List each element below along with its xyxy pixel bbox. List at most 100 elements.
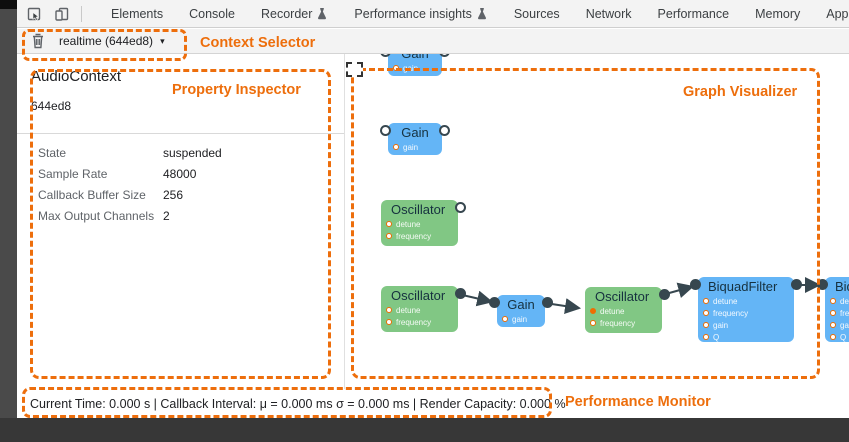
param-row-q: Q xyxy=(830,331,849,343)
performance-monitor-bar: Current Time: 0.000 s | Callback Interva… xyxy=(17,389,849,418)
node-title: BiquadFilter xyxy=(835,278,849,294)
divider xyxy=(17,133,344,134)
graph-node-gain-1[interactable]: Gain gain xyxy=(489,295,553,327)
param-label: frequency xyxy=(396,231,432,241)
property-row: Sample Rate 48000 xyxy=(38,163,336,184)
param-port xyxy=(830,334,836,340)
property-label: State xyxy=(38,145,67,160)
tab-label: Memory xyxy=(755,6,801,21)
param-label: Q xyxy=(840,332,847,342)
tab-recorder[interactable]: Recorder xyxy=(248,0,341,27)
output-port xyxy=(659,289,670,300)
node-title: Gain xyxy=(401,124,429,140)
param-port xyxy=(590,320,596,326)
input-port xyxy=(380,125,391,136)
tab-label: Network xyxy=(585,6,632,21)
param-port xyxy=(502,316,508,322)
tab-memory[interactable]: Memory xyxy=(742,0,813,27)
output-port xyxy=(791,279,802,290)
param-port xyxy=(590,308,596,314)
audiocontext-id: 644ed8 xyxy=(31,99,72,113)
chevron-down-icon: ▾ xyxy=(160,35,165,46)
param-row-gain: gain xyxy=(393,62,442,74)
output-port xyxy=(455,288,466,299)
devtools-window: Elements Console Recorder Performance insig… xyxy=(17,0,849,418)
property-value: 48000 xyxy=(163,166,197,181)
tab-label: Elements xyxy=(111,6,164,21)
param-label: gain xyxy=(512,314,528,324)
param-label: Q xyxy=(713,332,720,342)
graph-visualizer-pane[interactable]: GaingainGaingainOscillatordetunefrequenc… xyxy=(345,54,849,389)
param-row-frequency: frequency xyxy=(830,307,849,319)
device-toolbar-icon[interactable] xyxy=(53,5,71,23)
output-port xyxy=(542,297,553,308)
performance-monitor-text: Current Time: 0.000 s | Callback Interva… xyxy=(30,396,566,411)
param-port xyxy=(386,319,392,325)
tab-performance[interactable]: Performance xyxy=(645,0,743,27)
graph-node-oscillator-solo[interactable]: Oscillator detune frequency xyxy=(381,200,466,246)
tab-application[interactable]: Application xyxy=(813,0,849,27)
output-port xyxy=(439,125,450,136)
property-value: 256 xyxy=(163,187,184,202)
webaudio-toolbar: realtime (644ed8) ▾ xyxy=(17,29,849,54)
param-label: gain xyxy=(403,142,419,152)
browser-left-edge xyxy=(0,0,17,418)
tab-label: Application xyxy=(826,6,849,21)
node-title: BiquadFilter xyxy=(708,278,778,294)
context-selector-dropdown[interactable]: realtime (644ed8) ▾ xyxy=(59,34,165,48)
node-title: Gain xyxy=(507,296,535,312)
param-port xyxy=(703,310,709,316)
output-port xyxy=(455,202,466,213)
param-port xyxy=(386,307,392,313)
node-title: Oscillator xyxy=(595,288,650,304)
tab-elements[interactable]: Elements xyxy=(98,0,176,27)
param-port xyxy=(830,322,836,328)
node-title: Oscillator xyxy=(391,287,446,303)
tab-label: Recorder xyxy=(260,6,313,21)
context-selector-value: realtime (644ed8) xyxy=(59,34,154,48)
devtools-tabs: Elements Console Recorder Performance insig… xyxy=(98,0,849,27)
param-port xyxy=(830,298,836,304)
node-title: Gain xyxy=(401,54,428,61)
param-row-gain: gain xyxy=(502,313,545,325)
param-row-gain: gain xyxy=(703,319,794,331)
param-port xyxy=(386,233,392,239)
tab-sources[interactable]: Sources xyxy=(501,0,573,27)
param-row-detune: detune xyxy=(386,304,458,316)
param-label: detune xyxy=(600,306,625,316)
trash-icon[interactable] xyxy=(31,33,45,49)
param-row-q: Q xyxy=(703,331,794,343)
tab-performance-insights[interactable]: Performance insights xyxy=(341,0,500,27)
node-title: Oscillator xyxy=(391,201,446,217)
param-label: detune xyxy=(396,219,421,229)
param-row-frequency: frequency xyxy=(386,316,458,328)
property-label: Sample Rate xyxy=(38,166,108,181)
param-label: gain xyxy=(840,320,849,330)
param-port xyxy=(386,221,392,227)
tab-label: Sources xyxy=(513,6,560,21)
tab-label: Performance insights xyxy=(354,6,472,21)
input-port xyxy=(690,279,701,290)
param-row-gain: gain xyxy=(393,141,442,153)
param-row-detune: detune xyxy=(590,305,662,317)
graph-node-gain-mid[interactable]: Gain gain xyxy=(380,123,450,155)
tab-label: Console xyxy=(189,6,235,21)
param-port xyxy=(393,65,399,71)
param-label: gain xyxy=(713,320,729,330)
inspect-element-icon[interactable] xyxy=(25,5,43,23)
tab-network[interactable]: Network xyxy=(573,0,645,27)
audiocontext-title: AudioContext xyxy=(31,68,122,85)
param-row-frequency: frequency xyxy=(590,317,662,329)
param-row-detune: detune xyxy=(830,295,849,307)
tab-console[interactable]: Console xyxy=(176,0,248,27)
param-label: frequency xyxy=(713,308,749,318)
